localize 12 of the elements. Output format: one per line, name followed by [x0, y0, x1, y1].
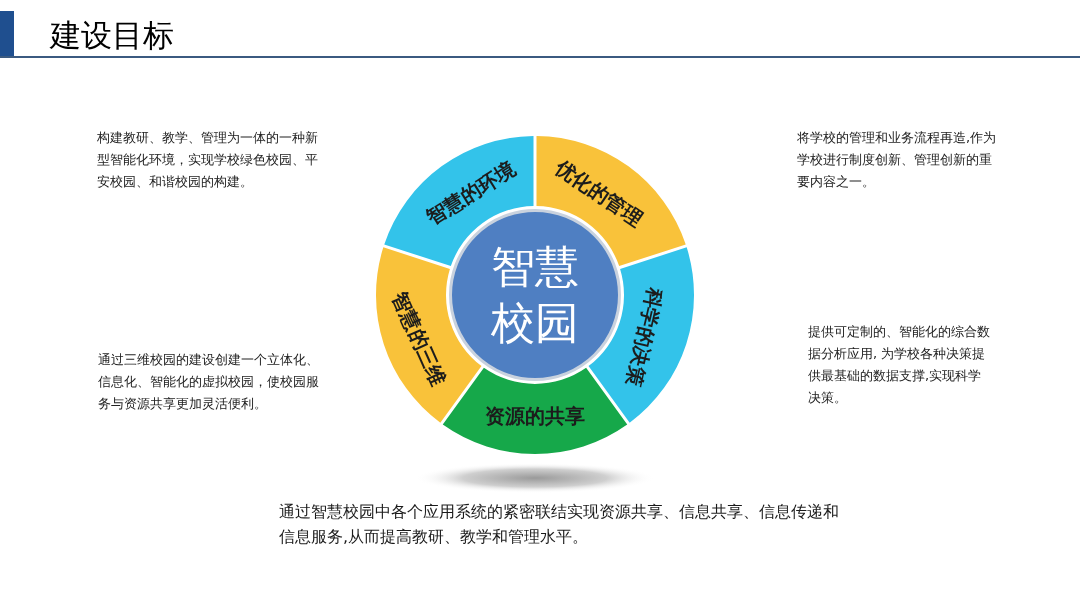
segment-label: 优化的管理 [550, 155, 647, 232]
center-label: 智慧校园 [490, 240, 580, 350]
description-text: 提供可定制的、智能化的综合数据分析应用, 为学校各种决策提供最基础的数据支撑,实现科学决策。 [808, 323, 991, 407]
description-text: 构建教研、教学、管理为一体的一种新型智能化环境，实现学校绿色校园、平安校园、和谐校园的构建。 [97, 129, 319, 191]
description-text: 通过智慧校园中各个应用系统的紧密联结实现资源共享、信息共享、信息传递和信息服务,从而提高教研、教学和管理水平。 [279, 501, 840, 548]
segment-label: 资源的共享 [485, 404, 585, 428]
segment-label: 智慧的三维 [387, 288, 451, 390]
page-title: 建设目标 [50, 16, 174, 55]
description-text: 将学校的管理和业务流程再造,作为学校进行制度创新、管理创新的重要内容之一。 [797, 129, 998, 191]
segment-label: 智慧的环境 [422, 156, 521, 230]
description-text: 通过三维校园的建设创建一个立体化、信息化、智能化的虚拟校园，使校园服务与资源共享更加灵活便利。 [98, 351, 320, 413]
segment-label: 科学的决策 [622, 285, 669, 389]
